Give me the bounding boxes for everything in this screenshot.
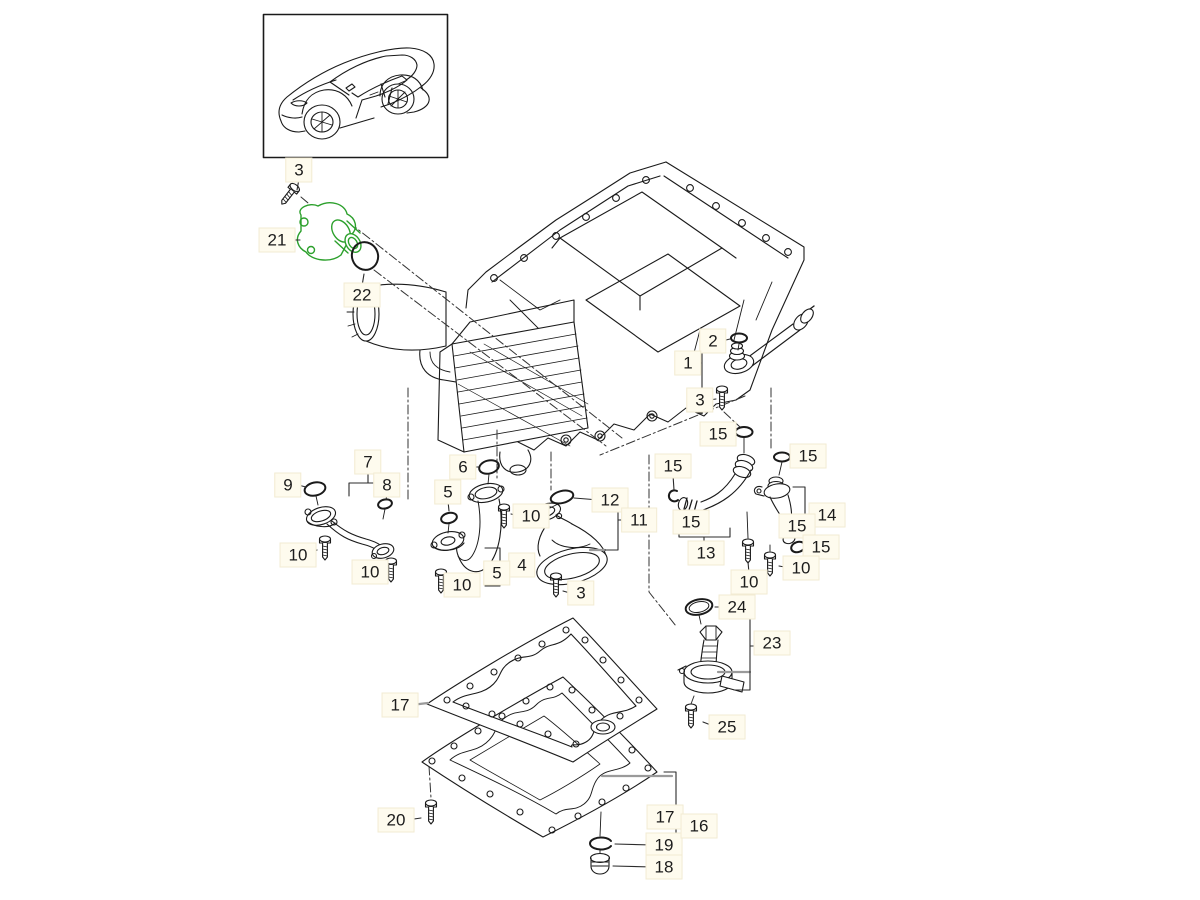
seal-ring-19: [589, 811, 612, 857]
callout-23-33[interactable]: 23: [753, 630, 791, 656]
callout-10-18[interactable]: 10: [512, 503, 550, 529]
car-thumbnail: [262, 13, 449, 159]
callout-15-8[interactable]: 15: [789, 443, 827, 469]
callout-16-38[interactable]: 16: [680, 813, 718, 839]
o-ring-22: [350, 241, 380, 271]
callout-1-4[interactable]: 1: [674, 350, 702, 376]
callout-18-37[interactable]: 18: [645, 854, 683, 880]
gasket-17: [426, 617, 658, 763]
callout-8-24[interactable]: 8: [373, 472, 401, 498]
callout-17-30[interactable]: 17: [381, 692, 419, 718]
callout-22-2[interactable]: 22: [343, 282, 381, 308]
callout-4-19[interactable]: 4: [508, 552, 536, 578]
callout-10-14[interactable]: 10: [782, 555, 820, 581]
callout-3-5[interactable]: 3: [686, 387, 714, 413]
lower-oil-pan-16: [421, 676, 658, 838]
highlighted-part-21: [296, 202, 362, 261]
pickup-pipe-4: [430, 482, 505, 573]
callout-10-25[interactable]: 10: [279, 542, 317, 568]
callout-15-6[interactable]: 15: [699, 421, 737, 447]
upper-oil-pan-drawing: [465, 161, 805, 451]
callout-19-36[interactable]: 19: [645, 832, 683, 858]
callout-3-21[interactable]: 3: [567, 580, 595, 606]
pickup-pipe-7: [304, 506, 395, 560]
callout-7-23[interactable]: 7: [354, 449, 382, 475]
callout-15-7[interactable]: 15: [654, 453, 692, 479]
callout-9-22[interactable]: 9: [274, 472, 302, 498]
callout-20-31[interactable]: 20: [377, 807, 415, 833]
callout-10-15[interactable]: 10: [730, 569, 768, 595]
callout-3-0[interactable]: 3: [285, 157, 313, 183]
oil-cooler-drawing: [437, 299, 589, 476]
drain-plug-18: [589, 852, 611, 875]
callout-2-3[interactable]: 2: [699, 328, 727, 354]
callout-11-17[interactable]: 11: [621, 507, 657, 533]
callout-13-10[interactable]: 13: [687, 540, 725, 566]
callout-10-29[interactable]: 10: [443, 572, 481, 598]
oil-pipe-1: [723, 305, 815, 375]
callout-15-13[interactable]: 15: [802, 534, 840, 560]
callout-15-9[interactable]: 15: [672, 509, 710, 535]
callout-25-34[interactable]: 25: [708, 714, 746, 740]
callout-15-12[interactable]: 15: [778, 513, 816, 539]
callout-5-28[interactable]: 5: [434, 479, 462, 505]
seal-connector-lines: [315, 343, 783, 625]
callout-10-26[interactable]: 10: [351, 559, 389, 585]
callout-21-1[interactable]: 21: [258, 227, 296, 253]
oil-pipe-13: [677, 453, 756, 513]
oil-pipe-14: [746, 476, 796, 552]
callout-5-20[interactable]: 5: [483, 560, 511, 586]
callout-24-32[interactable]: 24: [718, 594, 756, 620]
callout-17-35[interactable]: 17: [646, 804, 684, 830]
callout-6-27[interactable]: 6: [449, 454, 477, 480]
oil-level-sensor-23: [677, 625, 745, 694]
